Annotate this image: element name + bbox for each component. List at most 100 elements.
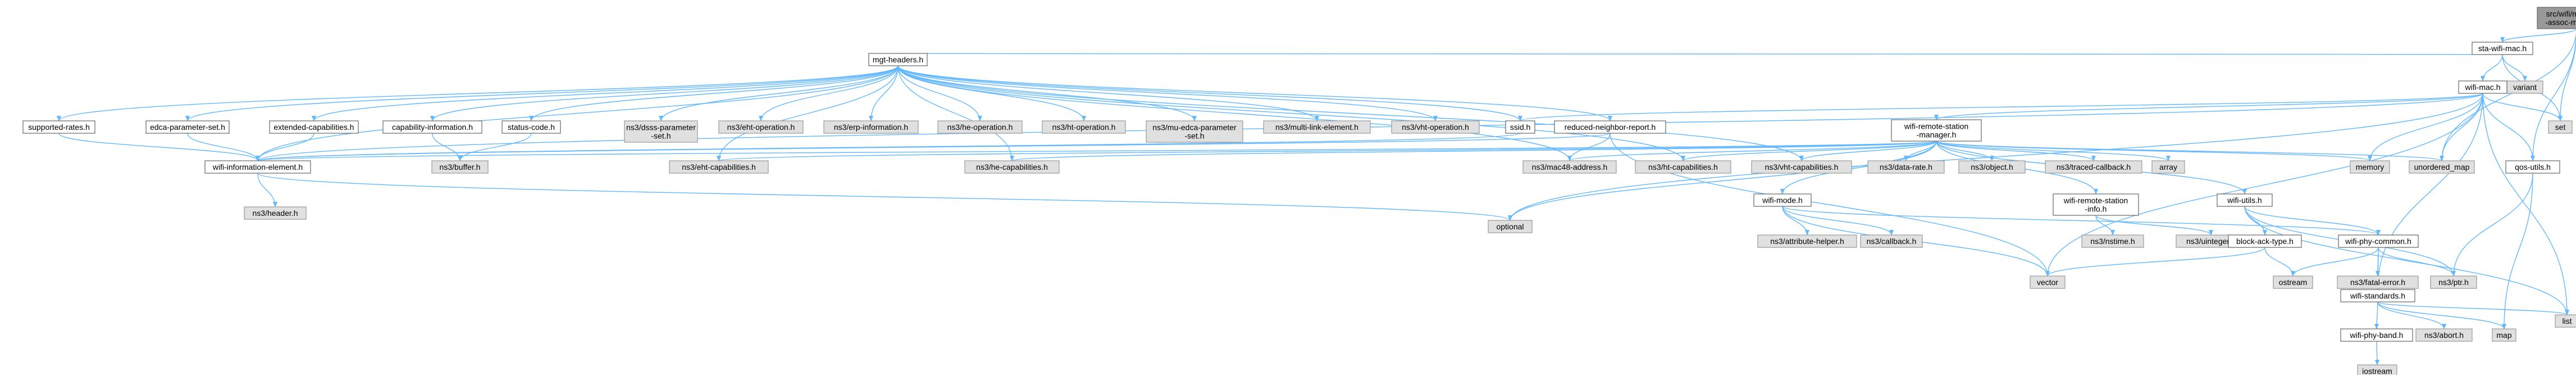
node-eht-op: ns3/eht-operation.h xyxy=(718,120,804,134)
node-root[interactable]: src/wifi/model/wifi-assoc-manager.h xyxy=(2537,7,2576,29)
edge-wrsm-to-eht_cap xyxy=(717,141,1937,161)
edge-wrsm-to-array xyxy=(1936,141,2171,161)
edge-mgt_headers-to-eht_cap xyxy=(717,65,899,161)
node-block-ack-type[interactable]: block-ack-type.h xyxy=(2228,234,2302,248)
node-label: ns3/nstime.h xyxy=(2090,237,2135,246)
node-wrsm[interactable]: wifi-remote-station-manager.h xyxy=(1891,119,1982,142)
edge-wrsi-to-uinteger xyxy=(2095,215,2213,236)
edge-wrsm-to-optional xyxy=(1508,141,1937,221)
edge-mgt_headers-to-ext_cap xyxy=(312,65,899,121)
node-mgt-headers[interactable]: mgt-headers.h xyxy=(868,53,928,66)
node-label: supported-rates.h xyxy=(28,123,90,132)
node-wie[interactable]: wifi-information-element.h xyxy=(204,160,311,174)
edge-wifi_mode-to-attr_helper xyxy=(1782,206,1809,236)
edge-mgt_headers-to-erp xyxy=(869,65,899,121)
node-label: wifi-mac.h xyxy=(2464,83,2500,92)
dependency-edges xyxy=(57,29,2576,365)
node-label: list xyxy=(2562,317,2572,326)
node-eht-cap: ns3/eht-capabilities.h xyxy=(669,160,769,174)
node-label: ns3/vht-capabilities.h xyxy=(1765,162,1839,171)
edge-mgt_headers-to-ht_op xyxy=(897,65,1086,121)
node-edca-param[interactable]: edca-parameter-set.h xyxy=(145,120,230,134)
node-cap-info[interactable]: capability-information.h xyxy=(382,120,482,134)
node-label: ssid.h xyxy=(1510,123,1531,132)
edge-wifi_mode-to-wifi_phy_common xyxy=(1782,206,2381,236)
node-list: list xyxy=(2555,314,2576,328)
node-ext-cap[interactable]: extended-capabilities.h xyxy=(269,120,359,134)
edge-wrsi-to-nstime xyxy=(2095,215,2115,236)
node-label: sta-wifi-mac.h xyxy=(2478,44,2527,53)
edge-wrsm-to-vht_cap xyxy=(1799,141,1937,161)
node-ptr: ns3/ptr.h xyxy=(2430,275,2477,289)
node-label: wifi-phy-band.h xyxy=(2350,331,2404,340)
node-mac48: ns3/mac48-address.h xyxy=(1522,160,1617,174)
edge-mgt_headers-to-reduced_nr xyxy=(897,65,1612,121)
node-vector: vector xyxy=(2030,275,2066,289)
node-label: ostream xyxy=(2279,278,2308,287)
edge-root-to-set xyxy=(2558,35,2576,121)
node-label: mgt-headers.h xyxy=(873,55,923,64)
node-wifi-standards[interactable]: wifi-standards.h xyxy=(2340,289,2415,302)
edge-sta_wifi_mac-to-wifi_mac xyxy=(2481,54,2503,82)
node-ssid[interactable]: ssid.h xyxy=(1505,120,1535,134)
node-label: extended-capabilities.h xyxy=(273,123,354,132)
node-label: wifi-utils.h xyxy=(2227,196,2262,205)
node-set: set xyxy=(2548,120,2573,134)
node-label: reduced-neighbor-report.h xyxy=(1565,123,1656,132)
node-wrsi[interactable]: wifi-remote-station-info.h xyxy=(2053,193,2139,216)
node-label: set xyxy=(2555,123,2566,132)
node-mu-edca: ns3/mu-edca-parameter-set.h xyxy=(1146,120,1243,143)
node-buffer: ns3/buffer.h xyxy=(431,160,489,174)
node-supported-rates[interactable]: supported-rates.h xyxy=(22,120,95,134)
node-label: wifi-mode.h xyxy=(1762,196,1803,205)
node-wifi-phy-common[interactable]: wifi-phy-common.h xyxy=(2338,234,2419,248)
node-reduced-nr[interactable]: reduced-neighbor-report.h xyxy=(1554,120,1666,134)
edge-mgt_headers-to-cap_info xyxy=(430,65,899,121)
edge-wie-to-header xyxy=(257,173,277,207)
edge-wie-to-optional xyxy=(257,173,1512,221)
node-fatal-error: ns3/fatal-error.h xyxy=(2337,275,2419,289)
node-label: ns3/buffer.h xyxy=(440,162,481,171)
edge-wrsm-to-memory xyxy=(1936,141,2372,161)
node-label: optional xyxy=(1496,222,1524,231)
node-wifi-mode[interactable]: wifi-mode.h xyxy=(1753,193,1812,207)
node-wifi-utils[interactable]: wifi-utils.h xyxy=(2217,193,2273,207)
edge-wifi_standards-to-map xyxy=(2377,301,2506,329)
node-multi-link: ns3/multi-link-element.h xyxy=(1263,120,1371,134)
node-label: memory xyxy=(2356,162,2384,171)
node-vht-op: ns3/vht-operation.h xyxy=(1391,120,1480,134)
node-label: ns3/ptr.h xyxy=(2438,278,2469,287)
edge-mgt_headers-to-vht_cap xyxy=(897,65,1804,161)
edge-mgt_headers-to-ht_cap xyxy=(897,65,1685,161)
node-label: ns3/object.h xyxy=(1971,162,2013,171)
edge-wifi_mac-to-unordered_map xyxy=(2440,93,2483,161)
node-label: wifi-phy-common.h xyxy=(2345,237,2411,246)
node-label: iostream xyxy=(2362,367,2392,375)
node-label: block-ack-type.h xyxy=(2236,237,2294,246)
node-erp: ns3/erp-information.h xyxy=(823,120,919,134)
node-dsss: ns3/dsss-parameter-set.h xyxy=(624,120,698,143)
node-ostream: ostream xyxy=(2273,275,2313,289)
node-label: ns3/he-capabilities.h xyxy=(976,162,1048,171)
node-label: variant xyxy=(2513,83,2537,92)
node-attr-helper: ns3/attribute-helper.h xyxy=(1757,234,1857,248)
node-wifi-mac[interactable]: wifi-mac.h xyxy=(2458,80,2507,94)
node-label: ns3/he-operation.h xyxy=(947,123,1013,132)
node-object: ns3/object.h xyxy=(1958,160,2026,174)
node-label: ns3/header.h xyxy=(253,209,298,218)
edge-wifi_mac-to-optional xyxy=(1508,93,2483,221)
node-qos-utils[interactable]: qos-utils.h xyxy=(2505,160,2560,174)
node-label: -assoc-manager.h xyxy=(2545,18,2576,27)
node-sta-wifi-mac[interactable]: sta-wifi-mac.h xyxy=(2472,42,2533,55)
node-abort: ns3/abort.h xyxy=(2415,328,2473,342)
node-label: ns3/uinteger.h xyxy=(2186,237,2236,246)
edge-mgt_headers-to-he_op xyxy=(897,65,982,121)
node-wifi-phy-band[interactable]: wifi-phy-band.h xyxy=(2340,328,2413,342)
node-status-code[interactable]: status-code.h xyxy=(501,120,561,134)
node-label: ns3/vht-operation.h xyxy=(1402,123,1469,132)
edge-wrsm-to-traced_cb xyxy=(1936,141,2096,161)
node-label: -set.h xyxy=(1184,132,1204,141)
node-label: src/wifi/model/wifi xyxy=(2546,10,2576,19)
node-header: ns3/header.h xyxy=(244,206,307,220)
edge-status_code-to-buffer xyxy=(458,133,532,161)
